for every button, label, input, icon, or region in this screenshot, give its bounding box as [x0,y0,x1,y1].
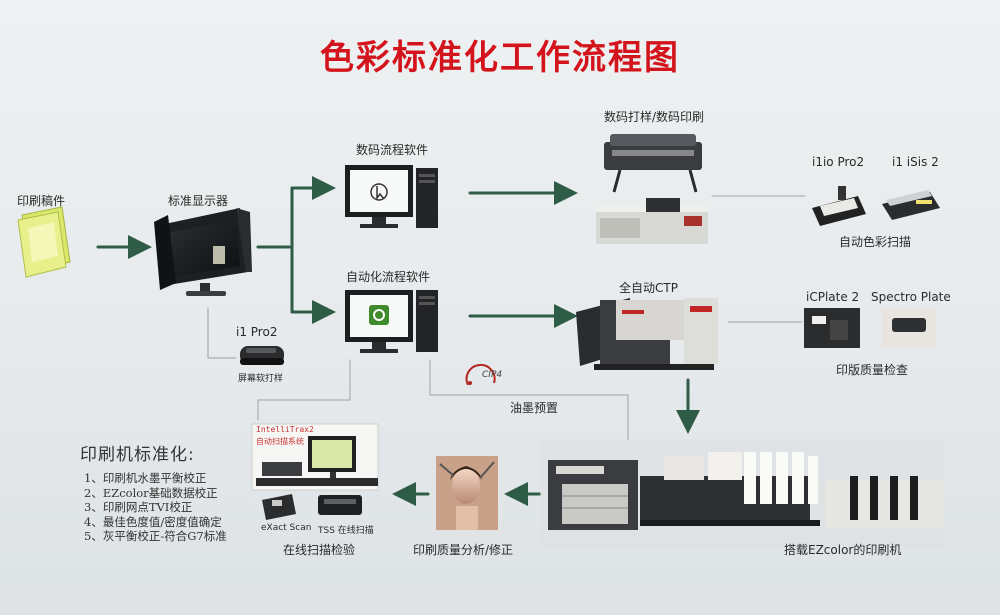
label-plate-quality-check: 印版质量检查 [836,363,909,377]
list-item: 3、印刷网点TVI校正 [84,500,193,514]
label-automated-workflow-software: 自动化流程软件 [346,270,431,284]
press-standardization-title: 印刷机标准化: [80,445,195,465]
ctp-machine-image [576,298,718,370]
diagram-title: 色彩标准化工作流程图 [320,38,680,78]
digital-workflow-pc-image [345,165,438,228]
label-exact-scan: eXact Scan [261,523,312,533]
label-intellitrax2: IntelliTrax2 [256,425,314,434]
list-item: 5、灰平衡校正-符合G7标准 [84,529,227,543]
label-standard-monitor: 标准显示器 [168,194,229,208]
list-item: 4、最佳色度值/密度值确定 [84,514,222,529]
exact-scan-device-image [262,494,296,520]
automated-workflow-pc-image [345,290,438,353]
label-i1-pro2: i1 Pro2 [236,325,278,339]
digital-proof-printer-image [596,134,708,244]
label-i1-isis-2: i1 iSis 2 [892,155,939,169]
label-spectro-plate: Spectro Plate [871,290,951,304]
label-ink-preset: 油墨预置 [510,401,559,415]
label-cip4: CIP4 [482,370,503,380]
i1isis-device-image [882,190,940,220]
label-print-draft: 印刷稿件 [17,194,66,208]
label-auto-ctp: 全自动CTP [619,281,678,295]
spectro-plate-device-image [882,308,936,348]
print-draft-image [17,206,71,278]
i1io-device-image [812,186,866,226]
printing-press-image [540,440,944,548]
quality-analysis-photo [436,456,498,530]
standard-monitor-image [154,208,252,296]
label-online-scan-inspection: 在线扫描检验 [283,543,356,557]
label-digital-workflow-software: 数码流程软件 [356,143,429,157]
label-auto-scan-system: 自动扫描系统 [256,437,304,446]
label-icplate-2: iCPlate 2 [806,290,860,304]
press-standardization-list: 1、印刷机水墨平衡校正 2、EZcolor基础数据校正 3、印刷网点TVI校正 … [84,471,227,544]
label-tss-online-scan: TSS 在线扫描 [318,526,374,536]
label-i1io-pro2: i1io Pro2 [812,155,865,169]
list-item: 2、EZcolor基础数据校正 [84,485,218,500]
i1pro-device-image [240,346,284,365]
tss-device-image [318,495,362,515]
list-item: 1、印刷机水墨平衡校正 [84,471,207,485]
label-digital-proof: 数码打样/数码印刷 [604,110,705,124]
cip4-logo [465,363,496,386]
intellitrax-device-image [251,423,379,491]
label-print-quality-analysis: 印刷质量分析/修正 [413,543,514,557]
icplate-device-image [804,308,860,348]
label-soft-proof: 屏幕软打样 [238,374,284,384]
connector-lines [96,176,806,506]
label-ezcolor-press: 搭载EZcolor的印刷机 [784,543,902,557]
label-auto-color-scan: 自动色彩扫描 [839,235,912,249]
